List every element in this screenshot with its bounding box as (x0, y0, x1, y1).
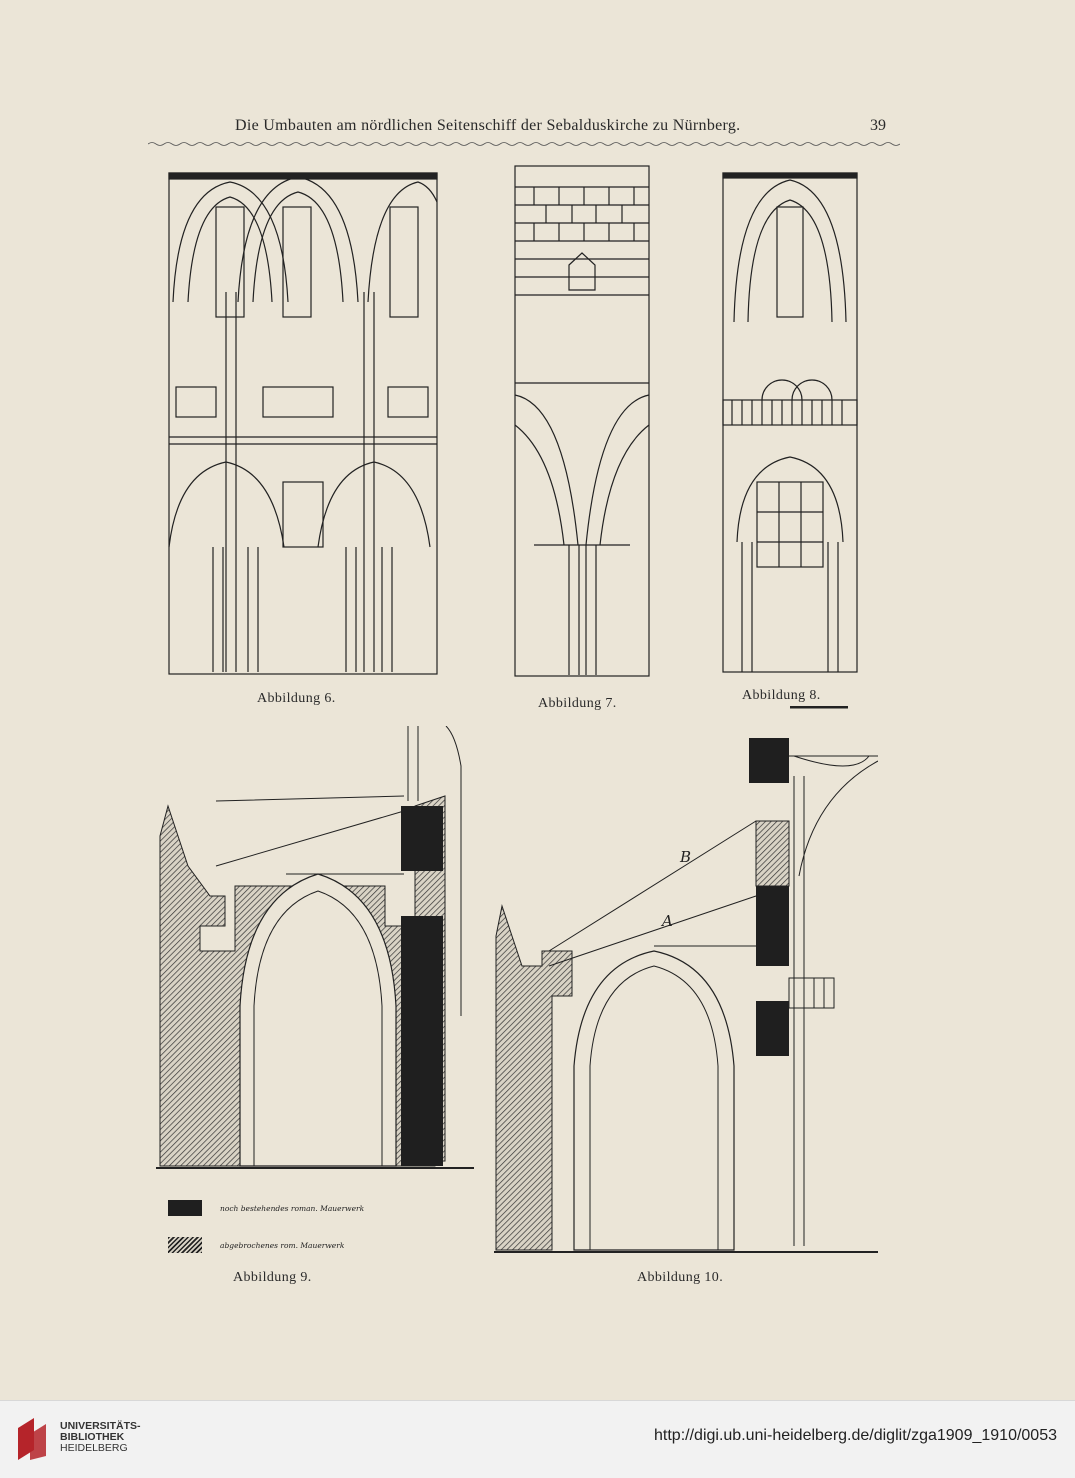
legend-solid-swatch (168, 1200, 202, 1216)
legend-hatched-swatch (168, 1237, 202, 1253)
header-rule (148, 142, 900, 146)
library-name-line-1: UNIVERSITÄTS- (60, 1420, 141, 1432)
figure-8-drawing (722, 172, 858, 673)
figure-9-drawing (156, 726, 474, 1169)
running-header: Die Umbauten am nördlichen Seitenschiff … (235, 117, 741, 134)
legend-solid-label: noch bestehendes roman. Mauerwerk (220, 1204, 365, 1213)
library-logo-icon (18, 1418, 46, 1460)
library-footer: UNIVERSITÄTS- BIBLIOTHEK HEIDELBERG http… (0, 1400, 1075, 1478)
figure-6-caption: Abbildung 6. (257, 691, 336, 706)
figure-10-drawing (494, 738, 878, 1253)
figure-8-caption: Abbildung 8. (742, 688, 821, 703)
figure-10-caption: Abbildung 10. (637, 1270, 724, 1285)
library-name-line-3: HEIDELBERG (60, 1442, 128, 1454)
page-number: 39 (870, 117, 886, 134)
library-name: UNIVERSITÄTS- BIBLIOTHEK HEIDELBERG (60, 1421, 141, 1454)
figure-7-drawing (514, 165, 650, 677)
figure-7-caption: Abbildung 7. (538, 696, 617, 711)
label-b: B (680, 848, 692, 866)
legend-hatched-label: abgebrochenes rom. Mauerwerk (220, 1241, 345, 1250)
scanned-page: Die Umbauten am nördlichen Seitenschiff … (148, 117, 900, 1285)
label-a: A (662, 912, 673, 930)
permalink-url[interactable]: http://digi.ub.uni-heidelberg.de/diglit/… (654, 1427, 1057, 1444)
figure-6-drawing (168, 172, 438, 675)
library-name-line-2: BIBLIOTHEK (60, 1431, 125, 1443)
figure-9-caption: Abbildung 9. (233, 1270, 312, 1285)
figure-8-underline (790, 706, 848, 709)
